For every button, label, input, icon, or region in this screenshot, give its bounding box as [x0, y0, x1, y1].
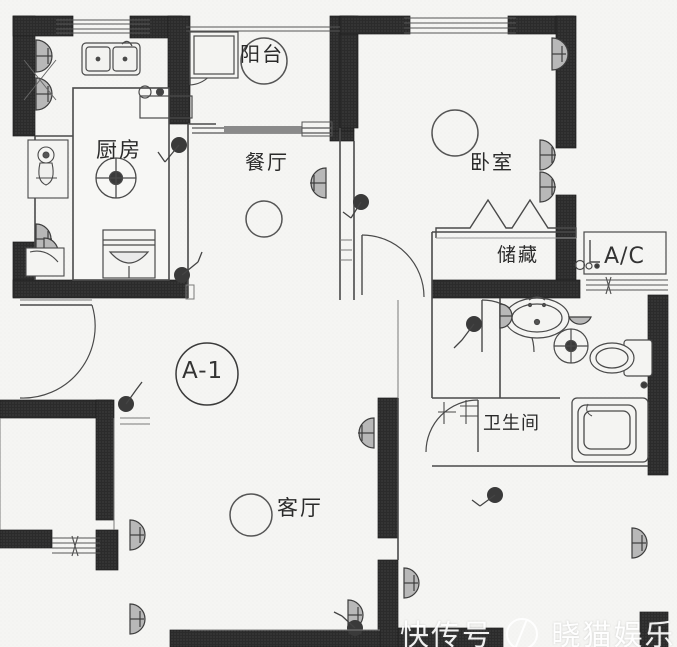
- watermark-slash-circle-icon: [506, 618, 539, 647]
- room-label-dining: 餐厅: [245, 150, 289, 174]
- stove-range-icon: [102, 229, 156, 279]
- room-label-bathroom: 卫生间: [483, 413, 540, 434]
- double-sink-icon: [81, 40, 141, 76]
- wash-basin-icon: [504, 296, 570, 339]
- bathtub-icon: [571, 397, 649, 463]
- room-label-bedroom: 卧室: [470, 150, 514, 174]
- living-ceiling-light: [229, 493, 273, 537]
- unit-marker-label: A-1: [182, 358, 224, 384]
- kitchen-ceiling-light: [95, 157, 137, 199]
- bedroom-ceiling-light: [431, 109, 479, 157]
- watermark-right-text: 晓猫娱乐: [551, 618, 676, 647]
- room-label-balcony: 阳台: [240, 42, 284, 66]
- room-label-storage: 储藏: [497, 244, 540, 266]
- room-label-kitchen: 厨房: [96, 138, 142, 162]
- ceiling-lights: [229, 37, 479, 537]
- sliding-partition: [192, 121, 333, 137]
- balcony-ceiling-light: [240, 37, 288, 85]
- ac-unit-label: A/C: [604, 244, 645, 269]
- dining-ceiling-light: [245, 200, 283, 238]
- wall-sconces: [35, 37, 648, 635]
- kitchen-fixtures: [81, 40, 156, 279]
- toilet-icon: [589, 339, 653, 389]
- unit-marker-circle: [175, 342, 239, 406]
- watermark-left-text: 快传号: [400, 618, 494, 647]
- bathroom-fixtures: [438, 296, 653, 463]
- storage-drape: [435, 198, 577, 239]
- service-balcony-fixtures: [23, 59, 69, 277]
- detail-lines: [0, 239, 399, 631]
- bath-ceiling-light: [553, 328, 589, 364]
- windows: [52, 17, 668, 557]
- ac-compartment: [574, 231, 667, 275]
- watermark: 快传号 晓猫娱乐: [400, 612, 675, 647]
- structural-walls: [0, 15, 669, 647]
- room-label-living: 客厅: [277, 496, 323, 520]
- switch-symbols: [118, 137, 503, 636]
- washing-machine-icon: [138, 31, 239, 119]
